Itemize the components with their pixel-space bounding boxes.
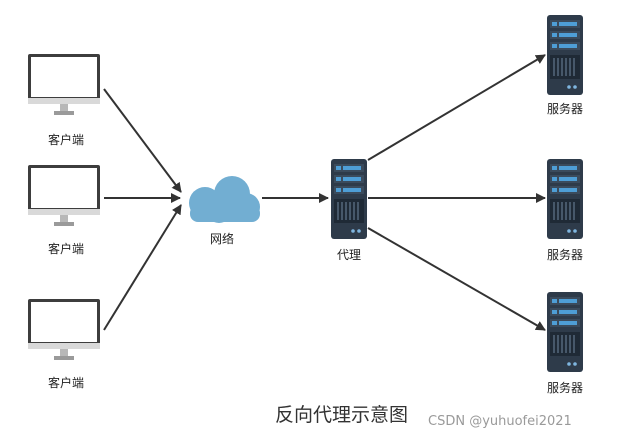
arrow-proxy-to-server-1 [367, 54, 546, 161]
arrow-client-1-to-network [103, 88, 182, 193]
watermark: CSDN @yuhuofei2021 [428, 414, 572, 429]
server-1-rack-icon [546, 14, 584, 96]
arrow-proxy-to-server-3 [367, 227, 546, 331]
client-2-label: 客户端 [47, 242, 84, 256]
client-3-monitor-icon [28, 299, 100, 360]
server-2-label: 服务器 [546, 248, 583, 262]
proxy-server-rack-icon [330, 158, 368, 240]
client-3-label: 客户端 [47, 376, 84, 390]
server-3-rack-icon [546, 291, 584, 373]
server-3-label: 服务器 [546, 381, 583, 395]
client-2-monitor-icon [28, 165, 100, 226]
server-2-rack-icon [546, 158, 584, 240]
network-label: 网络 [209, 232, 234, 246]
arrow-client-3-to-network [103, 204, 182, 331]
proxy-label: 代理 [336, 248, 361, 262]
diagram-caption: 反向代理示意图 [275, 404, 409, 426]
client-1-monitor-icon [28, 54, 100, 115]
network-cloud-icon [189, 176, 260, 223]
server-1-label: 服务器 [546, 102, 583, 116]
client-1-label: 客户端 [47, 133, 84, 147]
